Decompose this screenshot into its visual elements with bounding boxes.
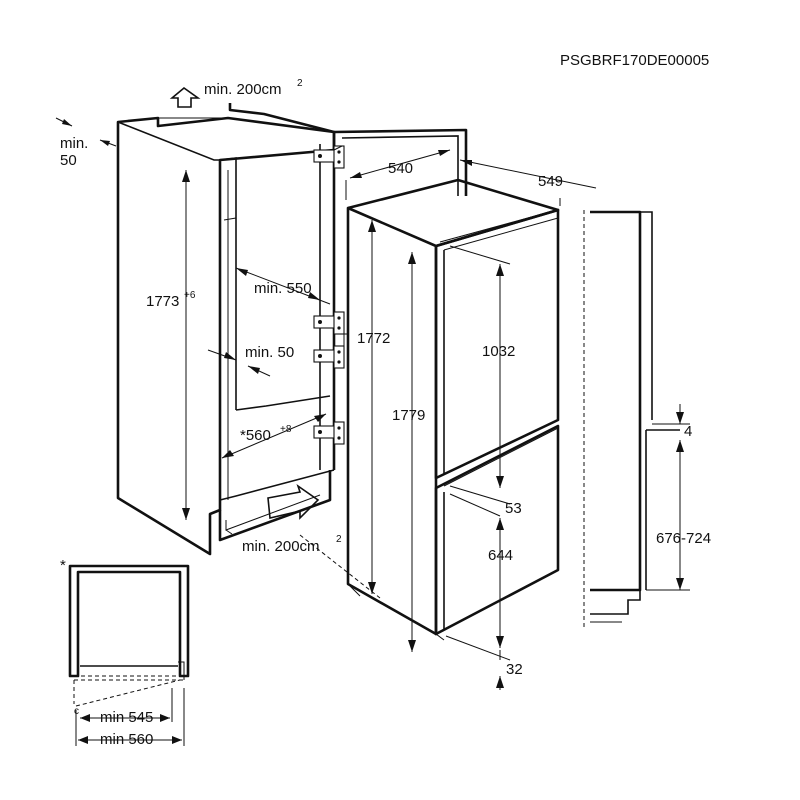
depth-min-dimension bbox=[235, 267, 331, 305]
inset-plan-view bbox=[68, 564, 190, 746]
vent-bottom-sup: 2 bbox=[336, 534, 342, 545]
side-gap-label: min. 50 bbox=[245, 344, 294, 361]
gap-4-label: 4 bbox=[684, 423, 692, 440]
gap-top-label-a: min. bbox=[60, 135, 88, 152]
niche-height-sup: +6 bbox=[184, 290, 196, 301]
side-gap-dimension bbox=[207, 349, 271, 377]
vent-top-sup: 2 bbox=[297, 78, 303, 89]
gap-doors-label: 53 bbox=[505, 500, 522, 517]
vent-arrow-bottom bbox=[267, 483, 381, 599]
bottom-gap-dimension bbox=[496, 650, 504, 690]
total-height-label: 1779 bbox=[392, 407, 425, 424]
appliance-height-label: 1772 bbox=[357, 330, 390, 347]
niche-width-label: *560 bbox=[240, 427, 271, 444]
cabinet-door bbox=[333, 128, 468, 196]
drawing-code: PSGBRF170DE00005 bbox=[560, 52, 709, 69]
depth-min-label: min. 550 bbox=[254, 280, 312, 297]
gap-top-dimension bbox=[55, 117, 117, 147]
vent-bottom-label: min. 200cm bbox=[242, 538, 320, 555]
appliance-height-dimension bbox=[368, 220, 376, 594]
lower-door-dimension bbox=[445, 518, 511, 661]
lower-door-label: 644 bbox=[488, 547, 513, 564]
niche-height-dimension bbox=[182, 170, 190, 520]
range-dimension bbox=[646, 440, 690, 591]
gap-doors-leader bbox=[449, 493, 501, 517]
inset-star: * bbox=[60, 557, 66, 574]
niche-width-sup: +8 bbox=[280, 424, 292, 435]
appliance-depth-dimension bbox=[459, 159, 597, 206]
hinge-middle-a bbox=[313, 311, 345, 335]
hinge-lower bbox=[313, 421, 345, 445]
appliance-body bbox=[346, 178, 560, 641]
niche-height-label: 1773 bbox=[146, 293, 179, 310]
door-depth-dimension bbox=[345, 149, 451, 200]
inset-min545-label: min 545 bbox=[100, 709, 153, 726]
niche-cabinet bbox=[116, 103, 336, 556]
vent-arrow-top bbox=[158, 86, 228, 119]
door-depth-label: 540 bbox=[388, 160, 413, 177]
gap-top-label-b: 50 bbox=[60, 152, 77, 169]
upper-door-label: 1032 bbox=[482, 343, 515, 360]
hinge-upper bbox=[313, 145, 345, 169]
inset-min560-label: min 560 bbox=[100, 731, 153, 748]
niche-width-dimension bbox=[221, 413, 327, 459]
range-label: 676-724 bbox=[656, 530, 711, 547]
upper-door-dimension bbox=[449, 245, 511, 505]
bottom-gap-label: 32 bbox=[506, 661, 523, 678]
inset-c-label: c bbox=[74, 706, 79, 717]
appliance-depth-label: 549 bbox=[538, 173, 563, 190]
gap-4-dimension bbox=[652, 404, 690, 425]
vent-top-label: min. 200cm bbox=[204, 81, 282, 98]
total-height-dimension bbox=[408, 252, 416, 652]
hinge-middle-b bbox=[313, 345, 345, 369]
door-profile bbox=[583, 210, 680, 630]
